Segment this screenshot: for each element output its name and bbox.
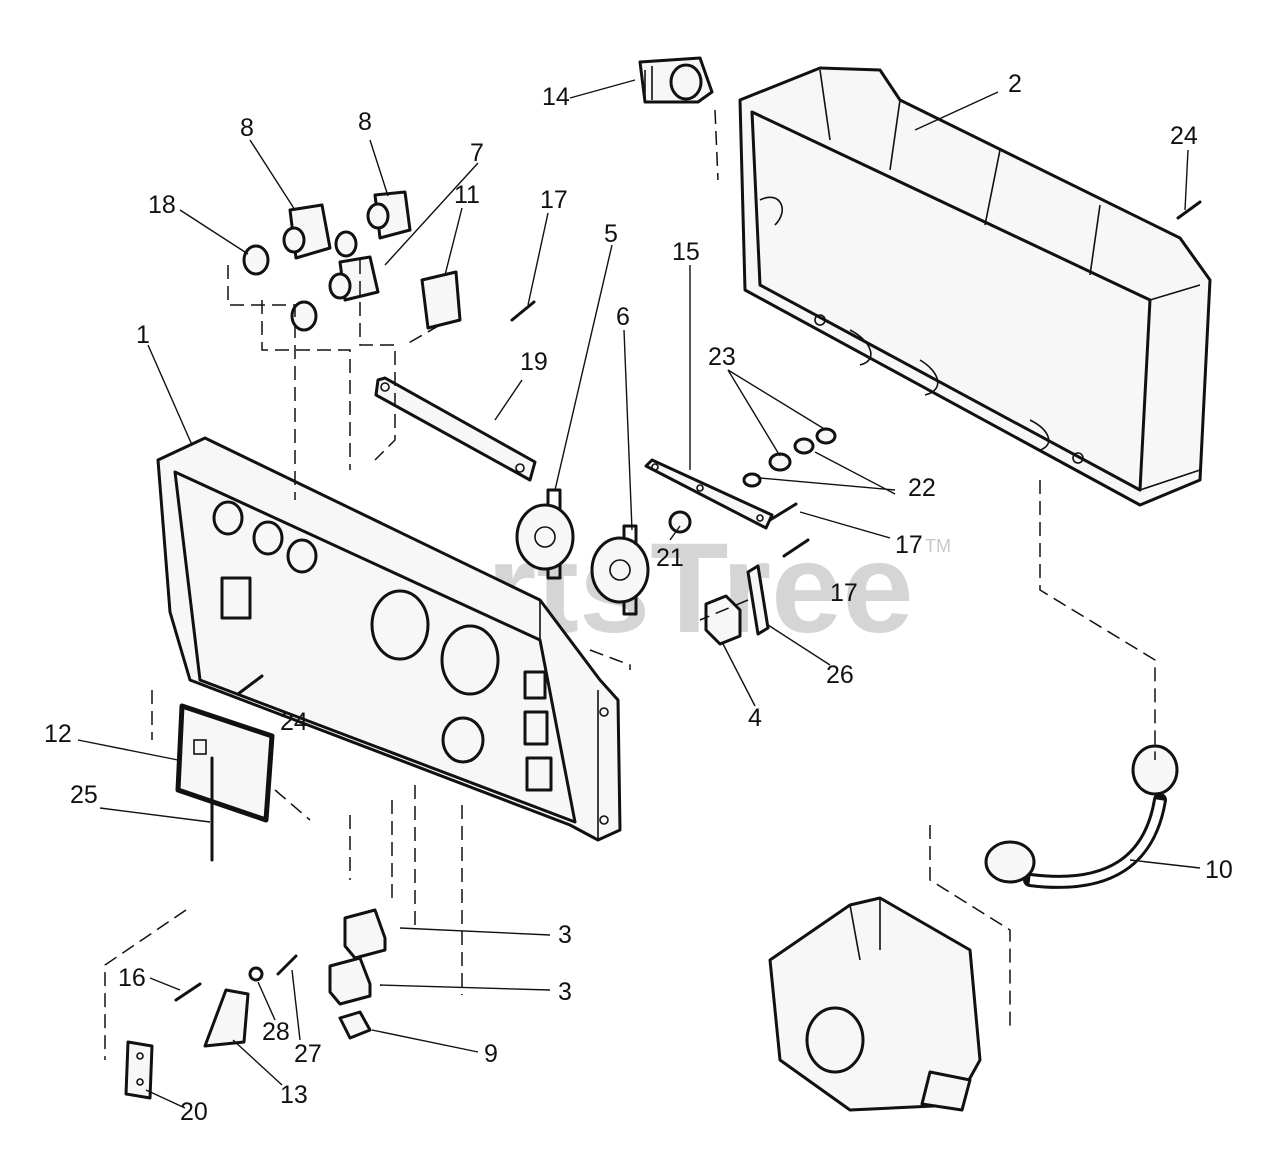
callout-25: 25 [70, 781, 98, 809]
part-5-receptacle [515, 488, 575, 580]
callout-11: 11 [454, 181, 480, 209]
part-4-connector [704, 594, 742, 646]
assembly-guides [104, 109, 1156, 1060]
callout-9: 9 [484, 1040, 498, 1068]
part-1-control-panel [156, 436, 622, 842]
part-28-washer [248, 966, 264, 982]
part-10-cable [984, 744, 1179, 889]
callout-17c: 17 [830, 579, 858, 607]
callout-1: 1 [136, 321, 150, 349]
callout-16: 16 [118, 964, 146, 992]
callout-21: 21 [656, 544, 684, 572]
part-19-bracket [374, 376, 537, 482]
callout-14: 14 [542, 83, 570, 111]
callout-28: 28 [262, 1018, 290, 1046]
callout-8b: 8 [358, 108, 372, 136]
callout-15: 15 [672, 238, 700, 266]
part-6-receptacle [590, 524, 650, 616]
part-2-housing [738, 66, 1212, 507]
watermark-trademark: TM [925, 536, 951, 556]
callout-6: 6 [616, 303, 630, 331]
callout-17b: 17 [895, 531, 923, 559]
part-8-switch-cap [282, 190, 412, 302]
callout-2: 2 [1008, 70, 1022, 98]
part-13-clip [203, 988, 250, 1048]
callout-labels: 1 2 3 3 4 5 6 7 8 8 9 10 11 12 13 14 15 … [44, 70, 1233, 1126]
leader-lines [77, 79, 1201, 1109]
part-20-bracket [124, 1040, 154, 1100]
callout-7: 7 [470, 139, 484, 167]
callout-23: 23 [708, 343, 736, 371]
callout-22: 22 [908, 474, 936, 502]
screw-parts [174, 200, 1202, 1002]
callout-27: 27 [294, 1040, 322, 1068]
part-11-block [420, 270, 462, 330]
callout-24b: 24 [280, 708, 308, 736]
part-23-nuts [742, 427, 837, 488]
callout-20: 20 [180, 1098, 208, 1126]
fan-shroud [768, 896, 982, 1112]
part-14-grommet [638, 56, 714, 104]
callout-10: 10 [1205, 856, 1233, 884]
callout-8a: 8 [240, 114, 254, 142]
part-12-nameplate [175, 703, 275, 862]
callout-26: 26 [826, 661, 854, 689]
part-3-outlet [328, 908, 387, 1006]
callout-12: 12 [44, 720, 72, 748]
part-9-switch [338, 1010, 372, 1040]
callout-5: 5 [604, 220, 618, 248]
part-15-strip [644, 458, 774, 530]
callout-17a: 17 [540, 186, 568, 214]
part-18-button [242, 244, 318, 332]
callout-19: 19 [520, 348, 548, 376]
callout-4: 4 [748, 704, 762, 732]
callout-18: 18 [148, 191, 176, 219]
callout-3b: 3 [558, 978, 572, 1006]
callout-3a: 3 [558, 921, 572, 949]
callout-24a: 24 [1170, 122, 1198, 150]
callout-13: 13 [280, 1081, 308, 1109]
part-26-plate [746, 564, 770, 636]
